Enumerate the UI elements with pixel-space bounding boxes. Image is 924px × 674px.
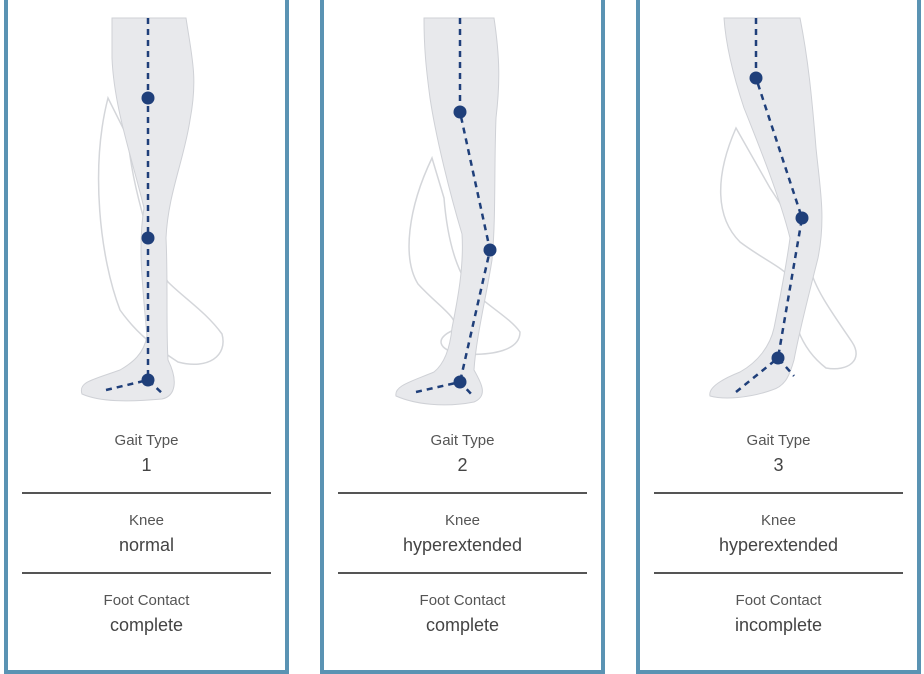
foot-contact-label: Foot Contact	[735, 592, 822, 609]
hip-joint-marker	[453, 105, 467, 119]
leg-axis-line	[458, 18, 492, 383]
knee-label: Knee	[444, 512, 481, 529]
knee-label: Knee	[760, 512, 797, 529]
gait-type-label: Gait Type	[746, 432, 811, 449]
leg-illustration	[395, 17, 521, 406]
hip-joint-marker	[749, 71, 763, 85]
gait-type-value: 2	[457, 455, 468, 475]
main-leg	[80, 17, 195, 402]
gait-type-label: Gait Type	[114, 432, 179, 449]
ankle-joint-marker	[453, 375, 467, 389]
foot-contact-value: complete	[425, 615, 500, 635]
foot-axis-line	[105, 378, 165, 396]
main-leg	[709, 17, 823, 399]
foot-axis-line	[735, 356, 795, 393]
knee-value: normal	[118, 535, 175, 555]
knee-joint-marker	[141, 231, 155, 245]
divider	[22, 492, 271, 494]
foot-contact-label: Foot Contact	[103, 592, 190, 609]
ankle-joint-marker	[141, 373, 155, 387]
knee-value: hyperextended	[718, 535, 839, 555]
divider	[654, 492, 903, 494]
leg-axis-line	[754, 18, 804, 359]
knee-value: hyperextended	[402, 535, 523, 555]
main-leg	[395, 17, 500, 406]
ankle-joint-marker	[771, 351, 785, 365]
foot-contact-label: Foot Contact	[419, 592, 506, 609]
divider	[338, 572, 587, 574]
knee-joint-marker	[483, 243, 497, 257]
divider	[654, 572, 903, 574]
leg-illustration	[80, 17, 224, 402]
gait-card-1: Gait Type 1 Knee normal Foot Contact com…	[4, 0, 289, 674]
leg-illustration	[709, 17, 857, 399]
gait-type-value: 3	[773, 455, 784, 475]
divider	[338, 492, 587, 494]
gait-type-label: Gait Type	[430, 432, 495, 449]
knee-joint-marker	[795, 211, 809, 225]
divider	[22, 572, 271, 574]
foot-contact-value: complete	[109, 615, 184, 635]
hip-joint-marker	[141, 91, 155, 105]
knee-label: Knee	[128, 512, 165, 529]
gait-card-2: Gait Type 2 Knee hyperextended Foot Cont…	[320, 0, 605, 674]
gait-type-value: 1	[141, 455, 152, 475]
foot-contact-value: incomplete	[734, 615, 823, 635]
gait-card-3: Gait Type 3 Knee hyperextended Foot Cont…	[636, 0, 921, 674]
